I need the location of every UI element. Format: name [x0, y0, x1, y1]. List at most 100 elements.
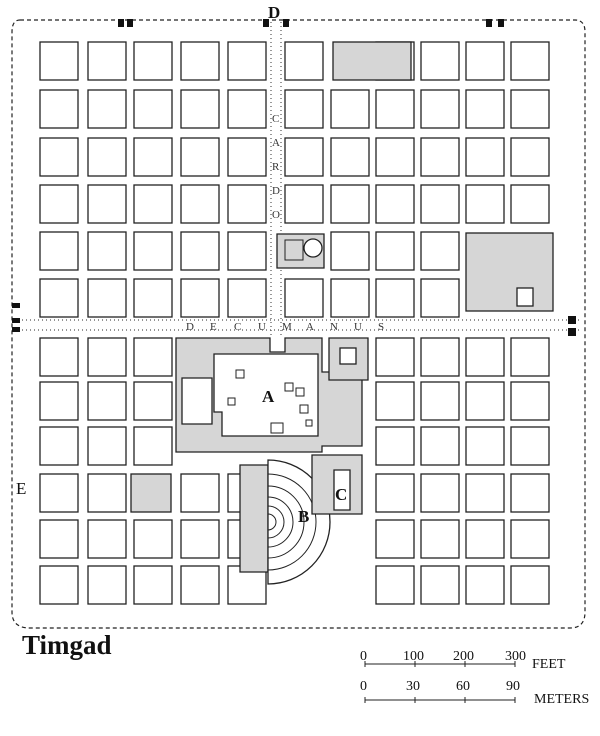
city-block [465, 565, 505, 605]
city-block [227, 41, 267, 81]
city-block [284, 89, 324, 129]
city-block [133, 337, 173, 377]
city-block [375, 337, 415, 377]
city-block [180, 519, 220, 559]
cardo-letter: R [272, 161, 280, 173]
city-block [284, 137, 324, 177]
street-lines [14, 22, 582, 335]
city-block [133, 519, 173, 559]
city-block [133, 381, 173, 421]
city-block [375, 381, 415, 421]
shaded-block-east [465, 232, 554, 312]
decumanus-letter: S [378, 321, 384, 333]
city-block [133, 231, 173, 271]
city-block [284, 184, 324, 224]
city-block [133, 41, 173, 81]
city-block [39, 184, 79, 224]
city-block [510, 337, 550, 377]
city-block [375, 231, 415, 271]
cardo-letter: O [272, 209, 280, 221]
city-block [510, 473, 550, 513]
city-block [420, 89, 460, 129]
city-block [39, 519, 79, 559]
city-block [180, 41, 220, 81]
city-block [375, 473, 415, 513]
shaded-buildings [130, 41, 554, 585]
city-block [87, 231, 127, 271]
city-block [375, 426, 415, 466]
feet-unit: FEET [532, 657, 566, 672]
city-block [465, 184, 505, 224]
city-block [375, 519, 415, 559]
city-block [87, 473, 127, 513]
city-block [510, 41, 550, 81]
decumanus-letter: N [330, 321, 338, 333]
city-block [465, 89, 505, 129]
city-block [227, 278, 267, 318]
theatre-enclosure [239, 464, 269, 573]
city-block [420, 231, 460, 271]
east-forum-court [339, 347, 357, 365]
city-block [133, 137, 173, 177]
forum-inner [213, 353, 319, 437]
city-block [39, 41, 79, 81]
city-block [87, 337, 127, 377]
city-block [87, 381, 127, 421]
city-block [420, 565, 460, 605]
city-block [227, 137, 267, 177]
city-block [330, 137, 370, 177]
forum-room-2 [284, 382, 294, 392]
city-block [465, 381, 505, 421]
city-block [510, 426, 550, 466]
city-block [133, 89, 173, 129]
feet-tick-300: 300 [505, 649, 526, 664]
city-block [87, 137, 127, 177]
label-c: C [335, 485, 347, 504]
city-block [87, 426, 127, 466]
forum-room-5 [299, 404, 309, 414]
forum-room-4 [227, 397, 236, 406]
city-blocks [39, 41, 550, 605]
forum-room-6 [270, 422, 284, 434]
decumanus-letter: U [354, 321, 362, 333]
map-title: Timgad [22, 630, 112, 660]
city-block [180, 565, 220, 605]
city-block [510, 184, 550, 224]
forum-room-1 [235, 369, 245, 379]
city-block [420, 473, 460, 513]
city-block [39, 89, 79, 129]
city-block [465, 337, 505, 377]
city-block [87, 278, 127, 318]
small-monument [516, 287, 534, 307]
feet-tick-100: 100 [403, 649, 424, 664]
city-block [87, 565, 127, 605]
decumanus-letter: E [210, 321, 217, 333]
city-block [510, 519, 550, 559]
meter-unit: METERS [534, 692, 589, 707]
meter-tick-60: 60 [456, 679, 470, 694]
city-block [180, 184, 220, 224]
decumanus-letter: C [234, 321, 241, 333]
city-block [465, 519, 505, 559]
city-wall [11, 19, 586, 629]
city-block [330, 184, 370, 224]
city-block [375, 89, 415, 129]
city-block [375, 137, 415, 177]
city-block [39, 565, 79, 605]
city-block [133, 565, 173, 605]
city-block [39, 381, 79, 421]
city-block [420, 519, 460, 559]
cardo-letter: C [272, 113, 279, 125]
city-block [227, 231, 267, 271]
meter-tick-90: 90 [506, 679, 520, 694]
city-block [420, 41, 460, 81]
city-block [420, 381, 460, 421]
decumanus-letter: M [282, 321, 292, 333]
city-block [39, 231, 79, 271]
label-e: E [16, 479, 26, 498]
shaded-block-north [332, 41, 412, 81]
city-block [510, 89, 550, 129]
cardo-letter: A [272, 137, 280, 149]
